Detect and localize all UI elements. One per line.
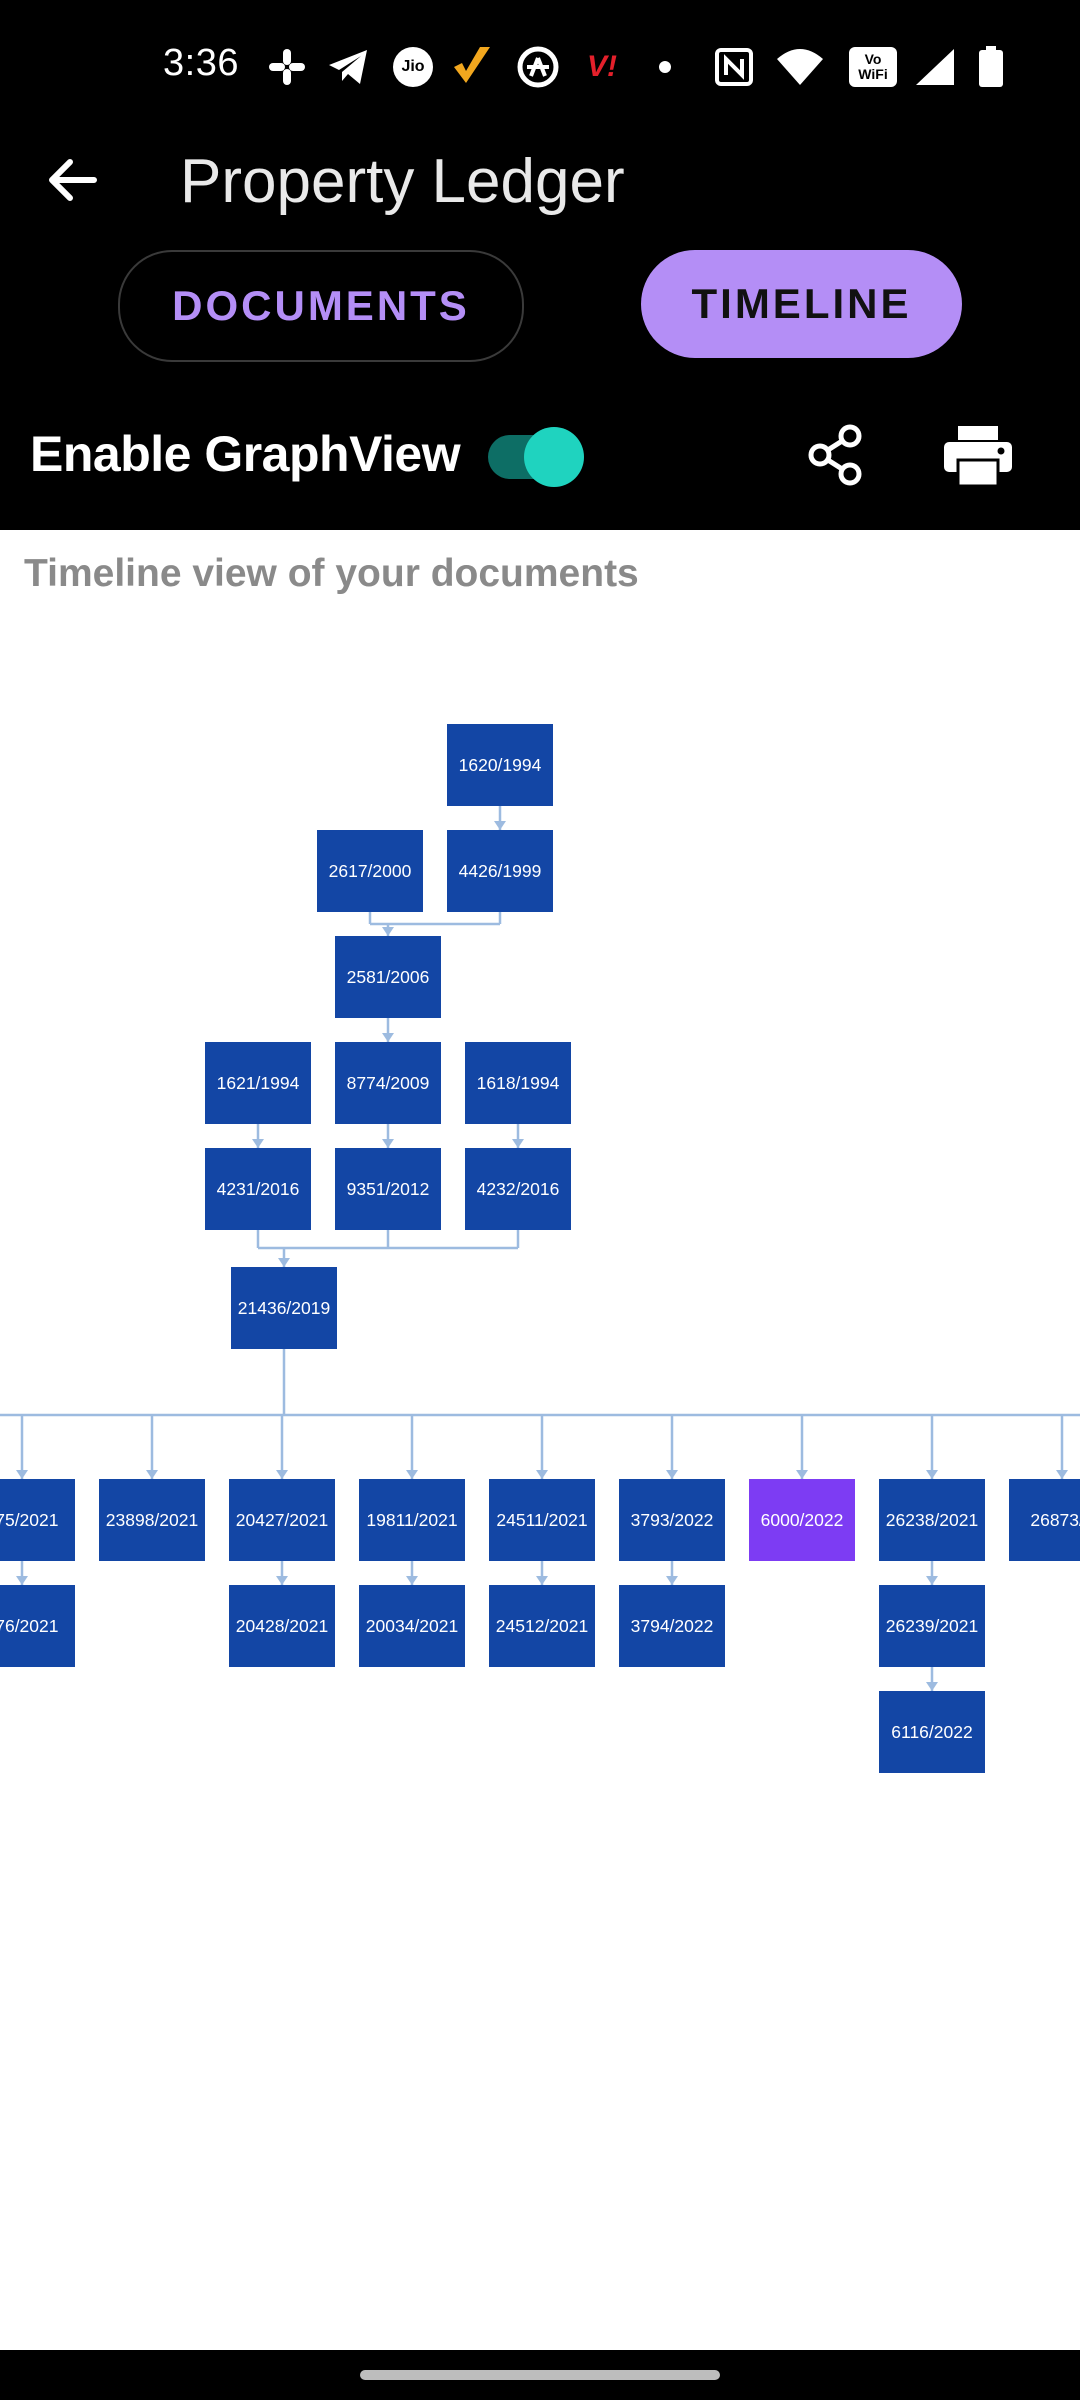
printer-icon (944, 426, 1012, 488)
jio-icon: Jio (390, 47, 436, 87)
arrow-left-icon (49, 159, 97, 201)
edge-arrowhead (382, 1139, 394, 1148)
edge-arrowhead (1056, 1470, 1068, 1479)
vi-icon: V! (580, 47, 624, 87)
dot-icon (652, 47, 678, 87)
page-title: Property Ledger (180, 147, 625, 216)
edge-arrowhead (382, 1033, 394, 1042)
print-button[interactable] (940, 420, 1016, 490)
telegram-icon (325, 47, 373, 87)
app-icon (516, 46, 560, 88)
edge-arrowhead (666, 1576, 678, 1585)
edge-arrowhead (276, 1576, 288, 1585)
graph-node-24512-2021[interactable]: 24512/2021 (489, 1585, 595, 1667)
app-bar: Property Ledger DOCUMENTS TIMELINE Enabl… (0, 110, 1080, 530)
check-icon (450, 47, 494, 87)
graph-node-3794-2022[interactable]: 3794/2022 (619, 1585, 725, 1667)
graph-node-8774-2009[interactable]: 8774/2009 (335, 1042, 441, 1124)
toggle-thumb (524, 427, 584, 487)
graph-node-6000-2022[interactable]: 6000/2022 (749, 1479, 855, 1561)
edge-arrowhead (406, 1576, 418, 1585)
graph-node-9351-2012[interactable]: 9351/2012 (335, 1148, 441, 1230)
graph-node-20428-2021[interactable]: 20428/2021 (229, 1585, 335, 1667)
edge-arrowhead (666, 1470, 678, 1479)
graph-node-1621-1994[interactable]: 1621/1994 (205, 1042, 311, 1124)
vowifi-label: Vo WiFi (858, 51, 888, 82)
graph-node-4426-1999[interactable]: 4426/1999 (447, 830, 553, 912)
graph-node-376-2021[interactable]: 376/2021 (0, 1585, 75, 1667)
graph-node-1620-1994[interactable]: 1620/1994 (447, 724, 553, 806)
graph-node-20034-2021[interactable]: 20034/2021 (359, 1585, 465, 1667)
tab-timeline[interactable]: TIMELINE (641, 250, 962, 358)
graph-node-6116-2022[interactable]: 6116/2022 (879, 1691, 985, 1773)
graph-node-375-2021[interactable]: 375/2021 (0, 1479, 75, 1561)
graph-node-2581-2006[interactable]: 2581/2006 (335, 936, 441, 1018)
graph-node-26239-2021[interactable]: 26239/2021 (879, 1585, 985, 1667)
edge-arrowhead (146, 1470, 158, 1479)
graph-node-19811-2021[interactable]: 19811/2021 (359, 1479, 465, 1561)
graph-node-26873-2[interactable]: 26873/2 (1009, 1479, 1080, 1561)
edge-arrowhead (406, 1470, 418, 1479)
graph-node-4232-2016[interactable]: 4232/2016 (465, 1148, 571, 1230)
edge-arrowhead (926, 1470, 938, 1479)
edge-arrowhead (536, 1470, 548, 1479)
edge-arrowhead (512, 1139, 524, 1148)
edge-arrowhead (252, 1139, 264, 1148)
edge-arrowhead (494, 821, 506, 830)
edge-arrowhead (926, 1576, 938, 1585)
vi-label: V! (587, 50, 617, 83)
edge-arrowhead (276, 1470, 288, 1479)
nfc-icon (712, 47, 756, 87)
timeline-content: Timeline view of your documents 1620/199… (0, 530, 1080, 2350)
graphview-toggle[interactable] (488, 427, 584, 487)
edge-arrowhead (796, 1470, 808, 1479)
edge-arrowhead (278, 1258, 290, 1267)
battery-icon (974, 46, 1008, 87)
wifi-icon (774, 47, 826, 87)
graph-edges (0, 806, 1080, 1691)
status-time: 3:36 (163, 42, 239, 84)
status-bar: 3:36 Jio (0, 0, 1080, 110)
graph-node-2617-2000[interactable]: 2617/2000 (317, 830, 423, 912)
content-title: Timeline view of your documents (24, 552, 639, 595)
navigation-bar (0, 2350, 1080, 2400)
graph-node-20427-2021[interactable]: 20427/2021 (229, 1479, 335, 1561)
back-button[interactable] (36, 144, 108, 216)
edge-arrowhead (926, 1682, 938, 1691)
tab-documents[interactable]: DOCUMENTS (118, 250, 524, 362)
graph-node-4231-2016[interactable]: 4231/2016 (205, 1148, 311, 1230)
graph-node-21436-2019[interactable]: 21436/2019 (231, 1267, 337, 1349)
graph-node-23898-2021[interactable]: 23898/2021 (99, 1479, 205, 1561)
signal-icon (912, 47, 958, 87)
graphview-toggle-label: Enable GraphView (30, 426, 461, 482)
graph-node-1618-1994[interactable]: 1618/1994 (465, 1042, 571, 1124)
edge-arrowhead (16, 1576, 28, 1585)
edge-arrowhead (382, 927, 394, 936)
jio-label: Jio (401, 58, 425, 75)
share-button[interactable] (800, 420, 870, 490)
share-icon (808, 424, 862, 486)
edge-arrowhead (16, 1470, 28, 1479)
home-gesture-handle[interactable] (360, 2370, 720, 2380)
graph-node-24511-2021[interactable]: 24511/2021 (489, 1479, 595, 1561)
graph-node-3793-2022[interactable]: 3793/2022 (619, 1479, 725, 1561)
vowifi-icon: Vo WiFi (846, 47, 900, 87)
slack-icon (265, 47, 309, 87)
graph-node-26238-2021[interactable]: 26238/2021 (879, 1479, 985, 1561)
edge-arrowhead (536, 1576, 548, 1585)
